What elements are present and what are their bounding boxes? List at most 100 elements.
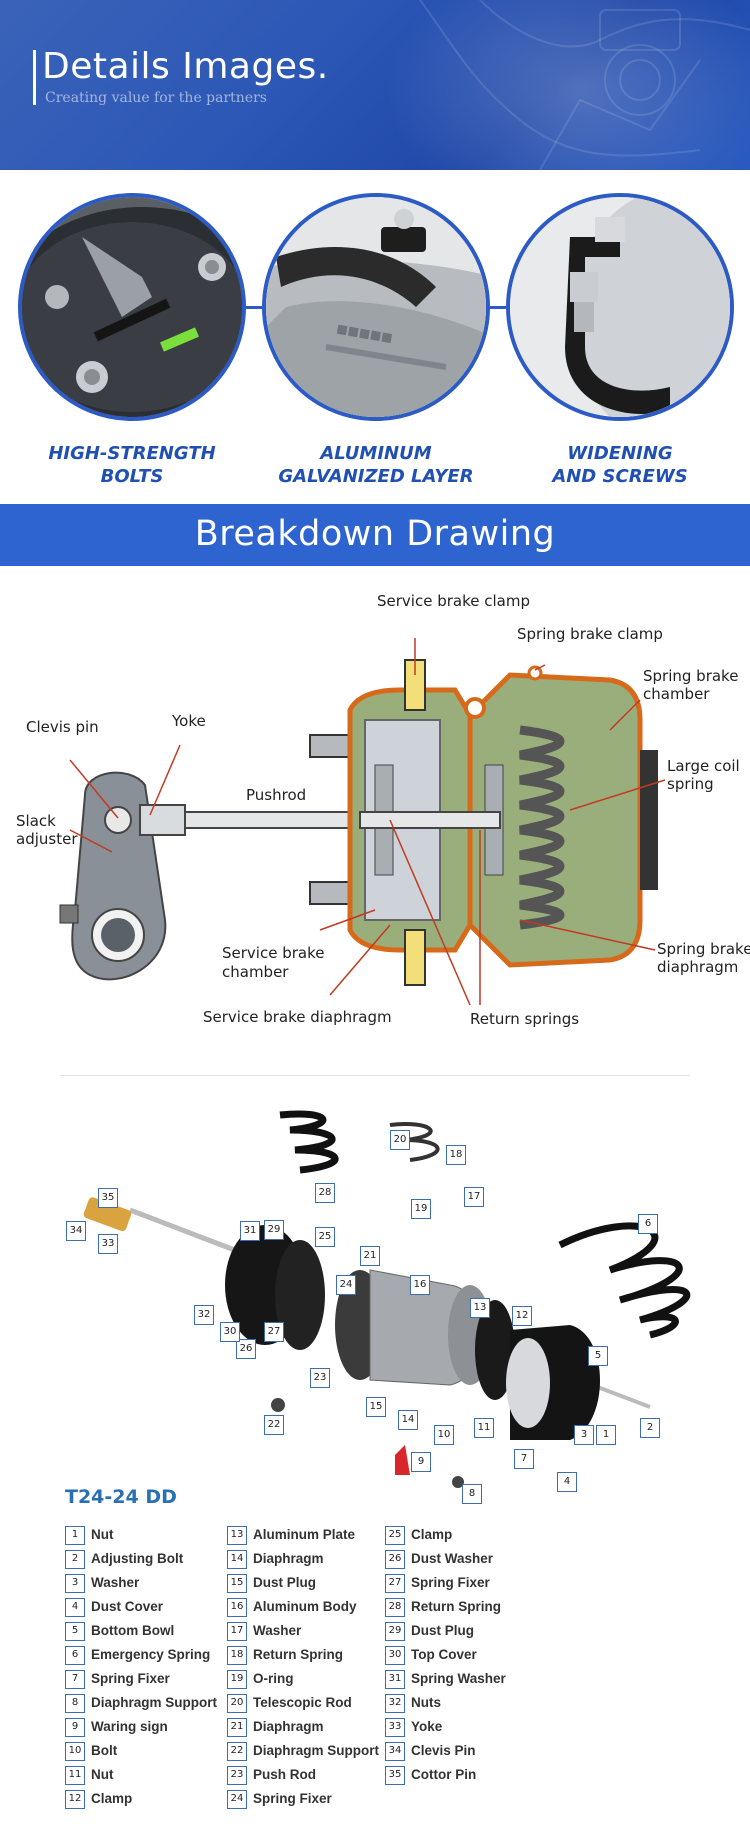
callout-24: 24 — [336, 1275, 356, 1295]
label-return-springs: Return springs — [470, 1010, 580, 1028]
detail-image-widening-screws — [506, 193, 734, 421]
part-name: Dust Washer — [411, 1551, 494, 1566]
model-number: T24-24 DD — [65, 1486, 177, 1508]
part-number-box: 26 — [385, 1550, 405, 1569]
part-name: Clevis Pin — [411, 1743, 476, 1758]
part-number-box: 23 — [227, 1766, 247, 1785]
part-name: Diaphragm Support — [253, 1743, 380, 1758]
part-name: Nut — [91, 1527, 114, 1542]
part-name: Aluminum Body — [253, 1599, 357, 1614]
part-number-box: 21 — [227, 1718, 247, 1737]
part-number-box: 25 — [385, 1526, 405, 1545]
label-spring-brake-clamp: Spring brake clamp — [517, 625, 663, 643]
part-number-box: 29 — [385, 1622, 405, 1641]
brake-chamber-cutaway-diagram — [59, 638, 666, 1006]
part-name: Dust Plug — [253, 1575, 316, 1590]
part-number-box: 3 — [65, 1574, 85, 1593]
callout-16: 16 — [410, 1275, 430, 1295]
label-spring-brake-chamber-line1: Spring brake — [643, 667, 739, 685]
exploded-view-diagram — [83, 1110, 691, 1488]
callout-25: 25 — [315, 1227, 335, 1247]
caption-line: AND SCREWS — [552, 466, 688, 487]
part-name: Nut — [91, 1767, 114, 1782]
callout-23: 23 — [310, 1368, 330, 1388]
label-service-brake-diaphragm: Service brake diaphragm — [203, 1008, 392, 1026]
callout-20: 20 — [390, 1130, 410, 1150]
callout-14: 14 — [398, 1410, 418, 1430]
part-number-box: 33 — [385, 1718, 405, 1737]
part-number-box: 9 — [65, 1718, 85, 1737]
part-number-box: 27 — [385, 1574, 405, 1593]
part-number-box: 14 — [227, 1550, 247, 1569]
callout-35: 35 — [98, 1188, 118, 1208]
callout-31: 31 — [240, 1221, 260, 1241]
part-number-box: 4 — [65, 1598, 85, 1617]
part-number-box: 16 — [227, 1598, 247, 1617]
part-name: Return Spring — [253, 1647, 343, 1662]
detail-image-aluminum-layer: ■■■■■ — [262, 193, 490, 421]
part-name: Spring Fixer — [91, 1671, 170, 1686]
label-slack-adjuster-line2: adjuster — [16, 830, 78, 848]
callout-10: 10 — [434, 1425, 454, 1445]
detail-caption-screws: WIDENING AND SCREWS — [506, 442, 734, 488]
callout-4: 4 — [557, 1472, 577, 1492]
detail-image-bolts — [18, 193, 246, 421]
caption-line: BOLTS — [100, 466, 164, 487]
part-name: Adjusting Bolt — [91, 1551, 184, 1566]
page-subtitle: Creating value for the partners — [45, 90, 267, 106]
part-number-box: 32 — [385, 1694, 405, 1713]
part-number-box: 28 — [385, 1598, 405, 1617]
part-name: Diaphragm — [253, 1551, 324, 1566]
part-number-box: 17 — [227, 1622, 247, 1641]
label-slack-adjuster-line1: Slack — [16, 812, 56, 830]
circle-connector — [488, 306, 508, 309]
part-name: Push Rod — [253, 1767, 316, 1782]
label-large-coil-spring-line2: spring — [667, 775, 714, 793]
part-name: Dust Plug — [411, 1623, 474, 1638]
caption-line: GALVANIZED LAYER — [278, 466, 474, 487]
part-number-box: 18 — [227, 1646, 247, 1665]
part-name: Diaphragm — [253, 1719, 324, 1734]
callout-26: 26 — [236, 1339, 256, 1359]
part-name: Spring Fixer — [253, 1791, 332, 1806]
part-number-box: 22 — [227, 1742, 247, 1761]
label-spring-brake-diaphragm-line1: Spring brake — [657, 940, 750, 958]
part-number-box: 12 — [65, 1790, 85, 1809]
part-name: O-ring — [253, 1671, 294, 1686]
header-banner: Details Images. Creating value for the p… — [0, 0, 750, 170]
part-name: Clamp — [411, 1527, 453, 1542]
label-spring-brake-chamber-line2: chamber — [643, 685, 710, 703]
part-name: Waring sign — [91, 1719, 168, 1734]
part-number-box: 8 — [65, 1694, 85, 1713]
part-name: Telescopic Rod — [253, 1695, 352, 1710]
part-number-box: 2 — [65, 1550, 85, 1569]
callout-5: 5 — [588, 1346, 608, 1366]
callout-28: 28 — [315, 1183, 335, 1203]
section-divider — [60, 1075, 690, 1076]
label-spring-brake-diaphragm-line2: diaphragm — [657, 958, 739, 976]
part-number-box: 11 — [65, 1766, 85, 1785]
part-number-box: 19 — [227, 1670, 247, 1689]
part-name: Washer — [91, 1575, 140, 1590]
callout-17: 17 — [464, 1187, 484, 1207]
part-name: Diaphragm Support — [91, 1695, 218, 1710]
breakdown-heading: Breakdown Drawing — [194, 514, 556, 554]
part-name: Emergency Spring — [91, 1647, 211, 1662]
callout-34: 34 — [66, 1221, 86, 1241]
part-name: Spring Fixer — [411, 1575, 490, 1590]
breakdown-heading-bar: Breakdown Drawing — [0, 504, 750, 566]
label-yoke: Yoke — [172, 712, 206, 730]
part-name: Cottor Pin — [411, 1767, 477, 1782]
detail-caption-bolts: HIGH-STRENGTH BOLTS — [18, 442, 246, 488]
page-title: Details Images. — [42, 46, 329, 87]
part-name: Yoke — [411, 1719, 443, 1734]
callout-6: 6 — [638, 1214, 658, 1234]
caption-line: WIDENING — [567, 443, 673, 464]
part-number-box: 24 — [227, 1790, 247, 1809]
part-number-box: 5 — [65, 1622, 85, 1641]
circle-connector — [244, 306, 266, 309]
part-name: Aluminum Plate — [253, 1527, 356, 1542]
callout-32: 32 — [194, 1305, 214, 1325]
callout-3: 3 — [574, 1425, 594, 1445]
part-number-box: 20 — [227, 1694, 247, 1713]
